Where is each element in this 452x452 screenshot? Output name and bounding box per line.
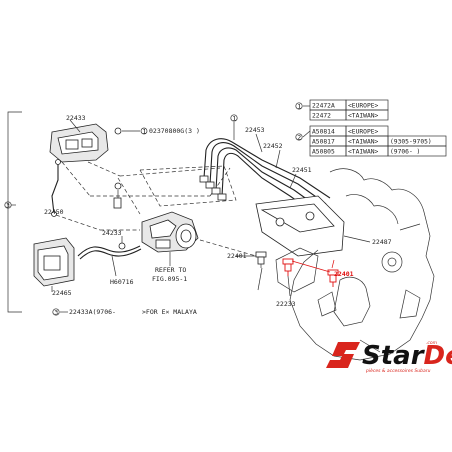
left-bracket: 3 — [4, 111, 22, 313]
callout-1-circle-harness: 1 — [232, 115, 236, 123]
label-h60716: H60716 — [110, 278, 134, 286]
table-row-1-part: 22472A — [312, 103, 335, 110]
callout-3-circle-left: 3 — [6, 202, 10, 210]
table-row-4-part: A50817 — [312, 139, 335, 146]
parts-table: 1 22472A <EUROPE> 22472 <TAIWAN> 2 A5081… — [295, 99, 447, 157]
table-row-1-num: 1 — [297, 103, 301, 111]
label-22433: 22433 — [66, 114, 86, 122]
hose-h60716: H60716 24233 — [77, 229, 142, 286]
label-refer-to: REFER TO — [155, 266, 186, 274]
spark-plug-2-highlight — [282, 258, 294, 276]
table-row-5-part: A50805 — [312, 149, 335, 156]
label-22233-lower: 22233 — [276, 300, 296, 308]
sensor-bracket-22433: 22433 22450 — [44, 114, 109, 217]
engine-block — [275, 168, 435, 361]
table-row-5-region: <TAIWAN> — [348, 149, 379, 156]
label-22465: 22465 — [52, 289, 72, 297]
table-row-3-part: A50814 — [312, 129, 335, 136]
table-row-5-date: (9706- ) — [390, 149, 420, 156]
label-22451: 22451 — [292, 166, 312, 174]
label-22433a: 22433A(9706- — [69, 308, 116, 316]
coil-bracket — [255, 195, 345, 257]
spark-plug-3-highlight — [327, 269, 339, 287]
label-22401: 22401 — [227, 252, 247, 260]
label-22450: 22450 — [44, 208, 64, 216]
label-fig-095-1: FIG.095-1 — [152, 275, 187, 283]
label-22401-highlight: 22401 — [334, 270, 354, 278]
spark-plug-1 — [255, 251, 267, 268]
spark-plugs-22401: 22401 22401 22233 — [199, 239, 354, 308]
footnote: 3 22433A(9706- >FOR E× MALAYA — [52, 308, 197, 317]
label-24233: 24233 — [102, 229, 122, 237]
table-row-3-region: <EUROPE> — [348, 129, 379, 136]
module-22465: 22465 — [33, 237, 75, 297]
label-22452: 22452 — [263, 142, 283, 150]
label-22487: 22487 — [372, 238, 392, 246]
callout-1-circle-bolt: 1 — [143, 128, 147, 136]
dashed-frame — [139, 165, 237, 207]
table-row-2-part: 22472 — [312, 113, 331, 120]
labels-22452-22451: 22452 22451 — [263, 142, 312, 189]
table-row-3-num: 2 — [297, 134, 301, 142]
label-group-22487: 22487 — [343, 235, 392, 246]
table-row-4-region: <TAIWAN> — [348, 139, 379, 146]
label-for-except-malaya: >FOR E× MALAYA — [142, 308, 197, 316]
callout-3-circle-bottom: 3 — [54, 309, 58, 317]
logo-tagline: pièces & accessoires Subaru — [365, 367, 431, 374]
distributor-assembly: REFER TO FIG.095-1 — [141, 211, 199, 283]
harness-22453: 1 22453 — [199, 114, 331, 217]
table-row-4-date: (9305-9705) — [390, 139, 432, 146]
stardesign-logo: StarDesign .com pièces & accessoires Sub… — [326, 341, 452, 374]
logo-suffix: .com — [426, 341, 438, 346]
label-02370800g: 02370800G(3 ) — [149, 127, 200, 135]
logo-wordmark: StarDesign — [362, 341, 452, 371]
table-row-1-region: <EUROPE> — [348, 103, 379, 110]
table-row-2-region: <TAIWAN> — [348, 113, 379, 120]
clip-22233 — [113, 182, 122, 209]
bolt-02370800g: 1 02370800G(3 ) — [114, 127, 200, 136]
label-22453: 22453 — [245, 126, 265, 134]
logo-mark-icon — [326, 342, 360, 368]
